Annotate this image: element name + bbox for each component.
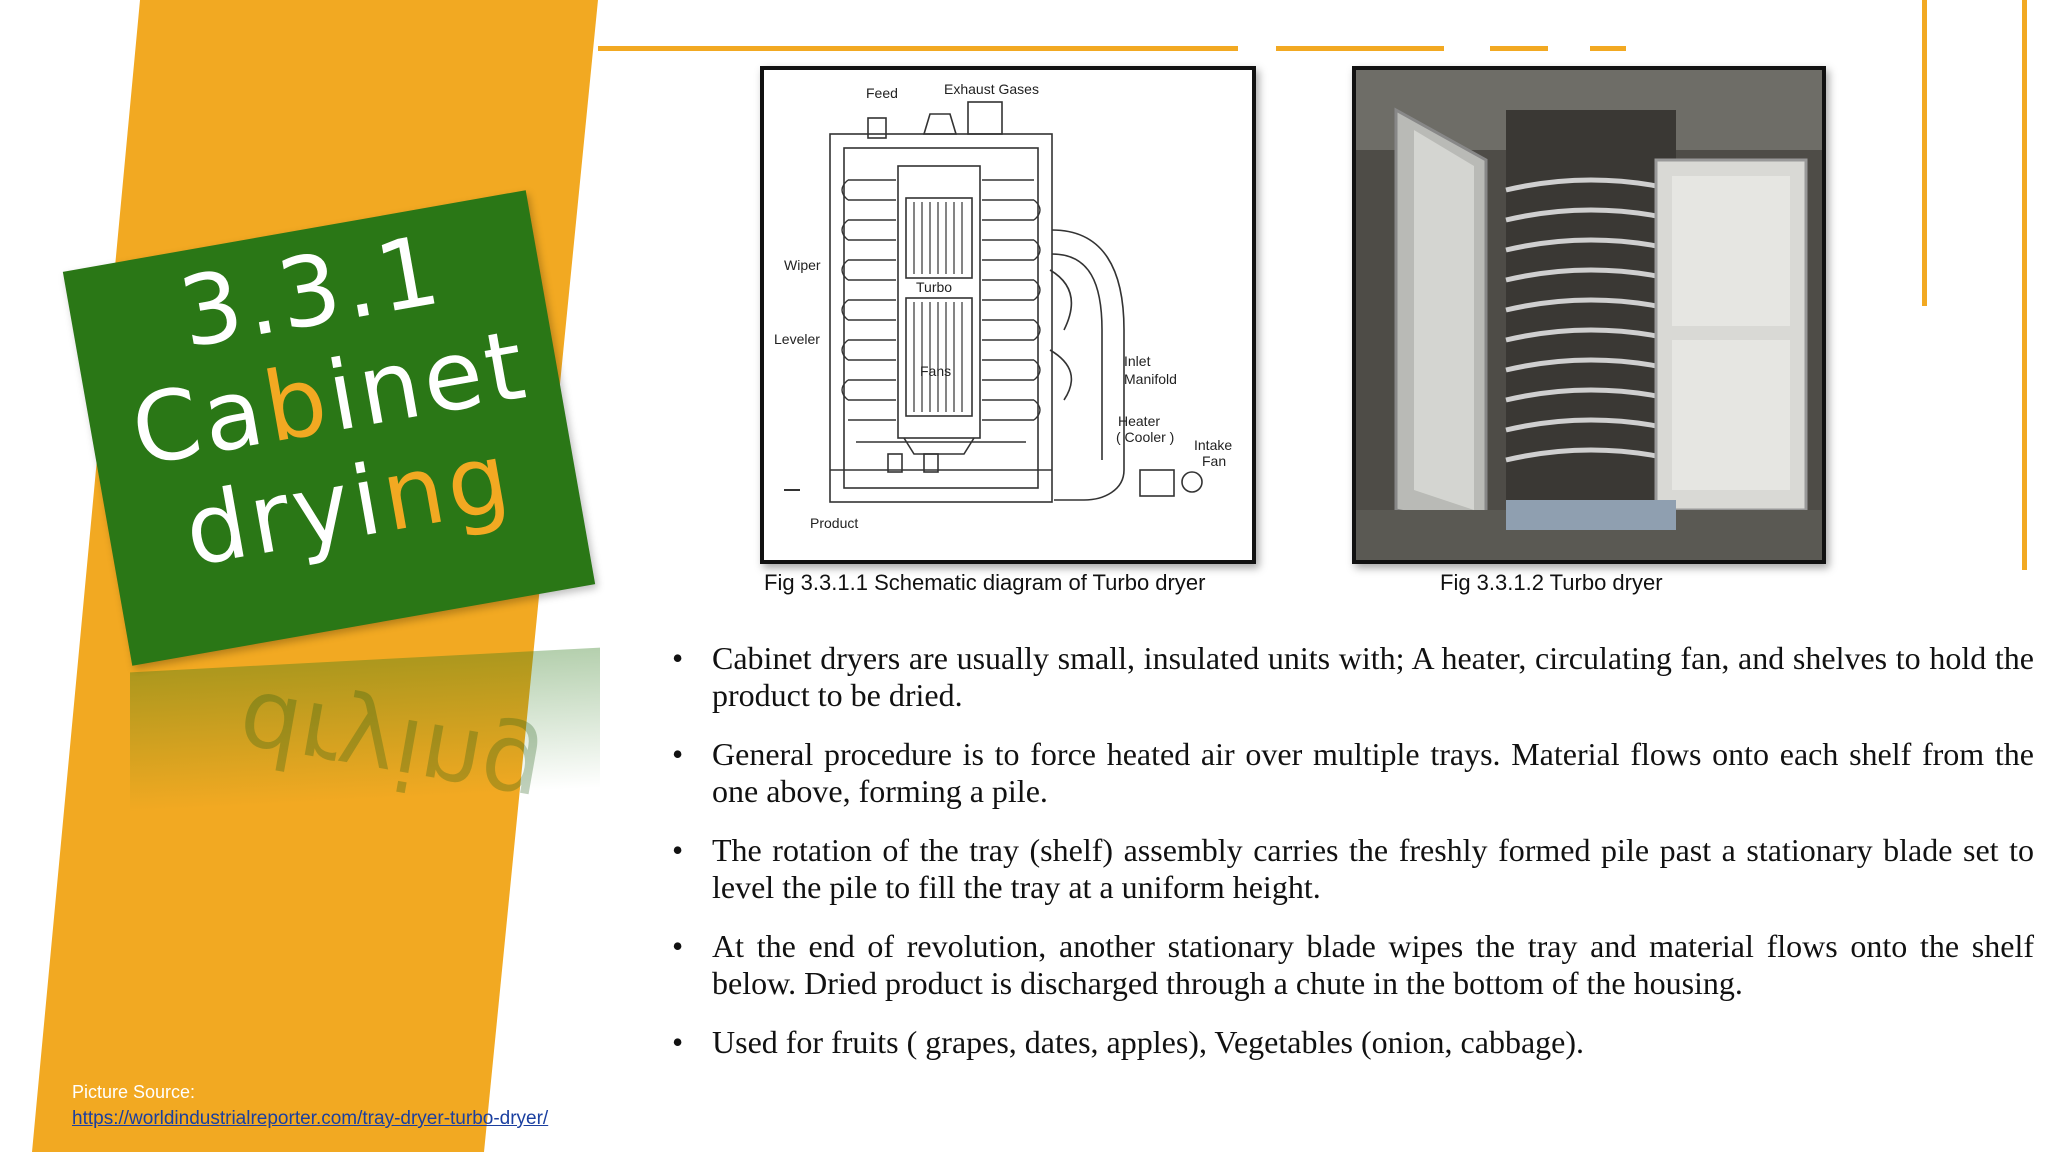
bullet-list: •Cabinet dryers are usually small, insul… [672,640,2034,1083]
label-fan: Fan [1202,453,1226,469]
bullet-glyph: • [672,736,684,772]
schematic-figure: Feed Exhaust Gases Wiper Leveler Turbo F… [760,66,1256,564]
label-intake: Intake [1194,437,1232,453]
label-feed: Feed [866,85,898,101]
side-rule-2 [2022,0,2027,570]
label-exhaust: Exhaust Gases [944,81,1039,97]
bullet-item: •Used for fruits ( grapes, dates, apples… [672,1024,1584,1060]
side-rule-1 [1922,0,1927,306]
figure2-caption: Fig 3.3.1.2 Turbo dryer [1440,570,1663,595]
bullet-glyph: • [672,1024,684,1060]
bullet-item: •At the end of revolution, another stati… [672,928,2034,1001]
label-wiper: Wiper [784,257,821,273]
label-inlet: Inlet [1124,353,1151,369]
bullet-item: •The rotation of the tray (shelf) assemb… [672,832,2034,905]
figure1-caption: Fig 3.3.1.1 Schematic diagram of Turbo d… [764,570,1206,595]
label-fans: Fans [920,363,951,379]
top-rule-3 [1490,46,1548,51]
picture-source-label: Picture Source: [72,1082,196,1102]
label-heater: Heater [1118,413,1160,429]
picture-source-link[interactable]: https://worldindustrialreporter.com/tray… [72,1108,549,1129]
label-cooler: ( Cooler ) [1116,429,1174,445]
top-rule-4 [1590,46,1626,51]
label-leveler: Leveler [774,331,820,347]
bullet-item: •General procedure is to force heated ai… [672,736,2034,809]
top-rule-2 [1276,46,1444,51]
bullet-item: •Cabinet dryers are usually small, insul… [672,640,2034,713]
top-rule-1 [598,46,1238,51]
bullet-glyph: • [672,640,684,676]
bullet-glyph: • [672,928,684,964]
label-product: Product [810,515,858,531]
turbo-dryer-photo [1352,66,1826,564]
label-manifold: Manifold [1124,371,1177,387]
bullet-glyph: • [672,832,684,868]
label-turbo: Turbo [916,279,952,295]
